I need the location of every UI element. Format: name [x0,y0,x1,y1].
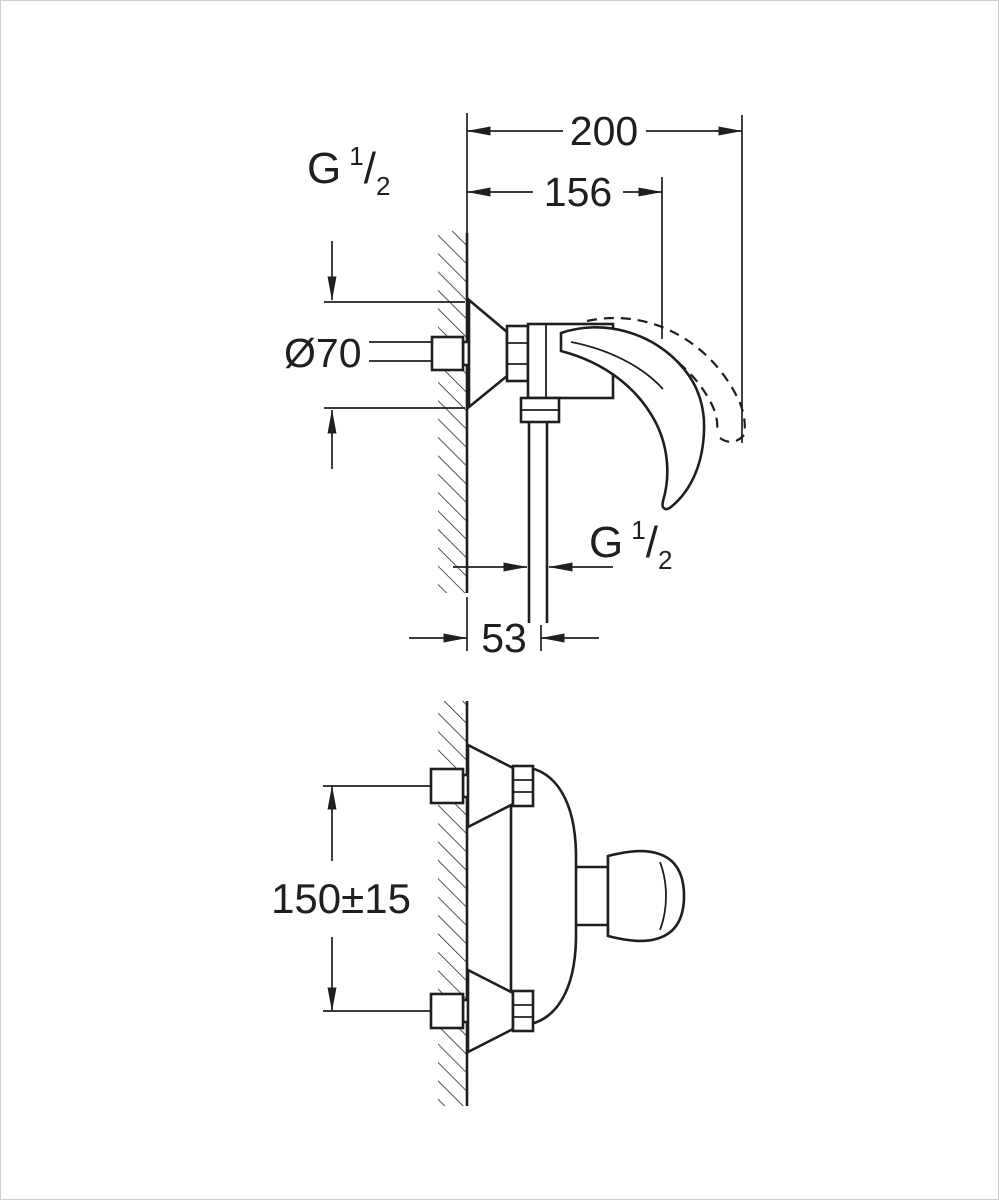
dimension-handle-depth: 156 [466,169,663,339]
thread-denominator: 2 [376,171,390,201]
thread-prefix: G [307,144,341,193]
lever-detail-line [570,341,664,390]
escutcheon-cone [466,967,515,1055]
union-nut [511,989,535,1033]
lever-dashed-outer [586,316,746,436]
faucet-side [430,297,746,623]
dimension-value: 150±15 [271,875,411,922]
dimension-value: 53 [481,615,527,661]
supply-nut [429,992,465,1030]
wall-hatching [438,231,467,593]
thread-numerator: 1 [631,515,645,545]
front-view: 150±15 [271,701,686,1106]
union-nut [505,324,530,383]
dimension-supply-spacing: 150±15 [271,785,431,1012]
lever-dashed-tip [719,434,745,443]
handle-knob [606,849,686,943]
thread-prefix: G [589,518,623,567]
dimension-overall-depth: 200 [466,108,743,443]
thread-denominator: 2 [658,545,672,575]
dimension-value: 200 [570,108,638,154]
supply-connection-top [429,742,535,830]
lever-handle [559,326,706,511]
thread-slash: / [646,518,659,567]
escutcheon-cone [467,297,509,410]
dimension-value: Ø70 [284,330,362,376]
escutcheon-cone [466,742,515,830]
thread-numerator: 1 [349,141,363,171]
dimension-escutcheon-diameter: Ø70 [284,241,465,469]
supply-connection-bottom [429,967,535,1055]
supply-nut [430,335,465,372]
dimension-outlet-offset: 53 [409,597,599,661]
supply-nut [429,767,465,805]
dimension-value: 156 [544,169,612,215]
handle-knob-detail [659,861,667,931]
wall-hatching [438,701,467,1106]
thread-slash: / [364,144,377,193]
union-nut [511,764,535,808]
